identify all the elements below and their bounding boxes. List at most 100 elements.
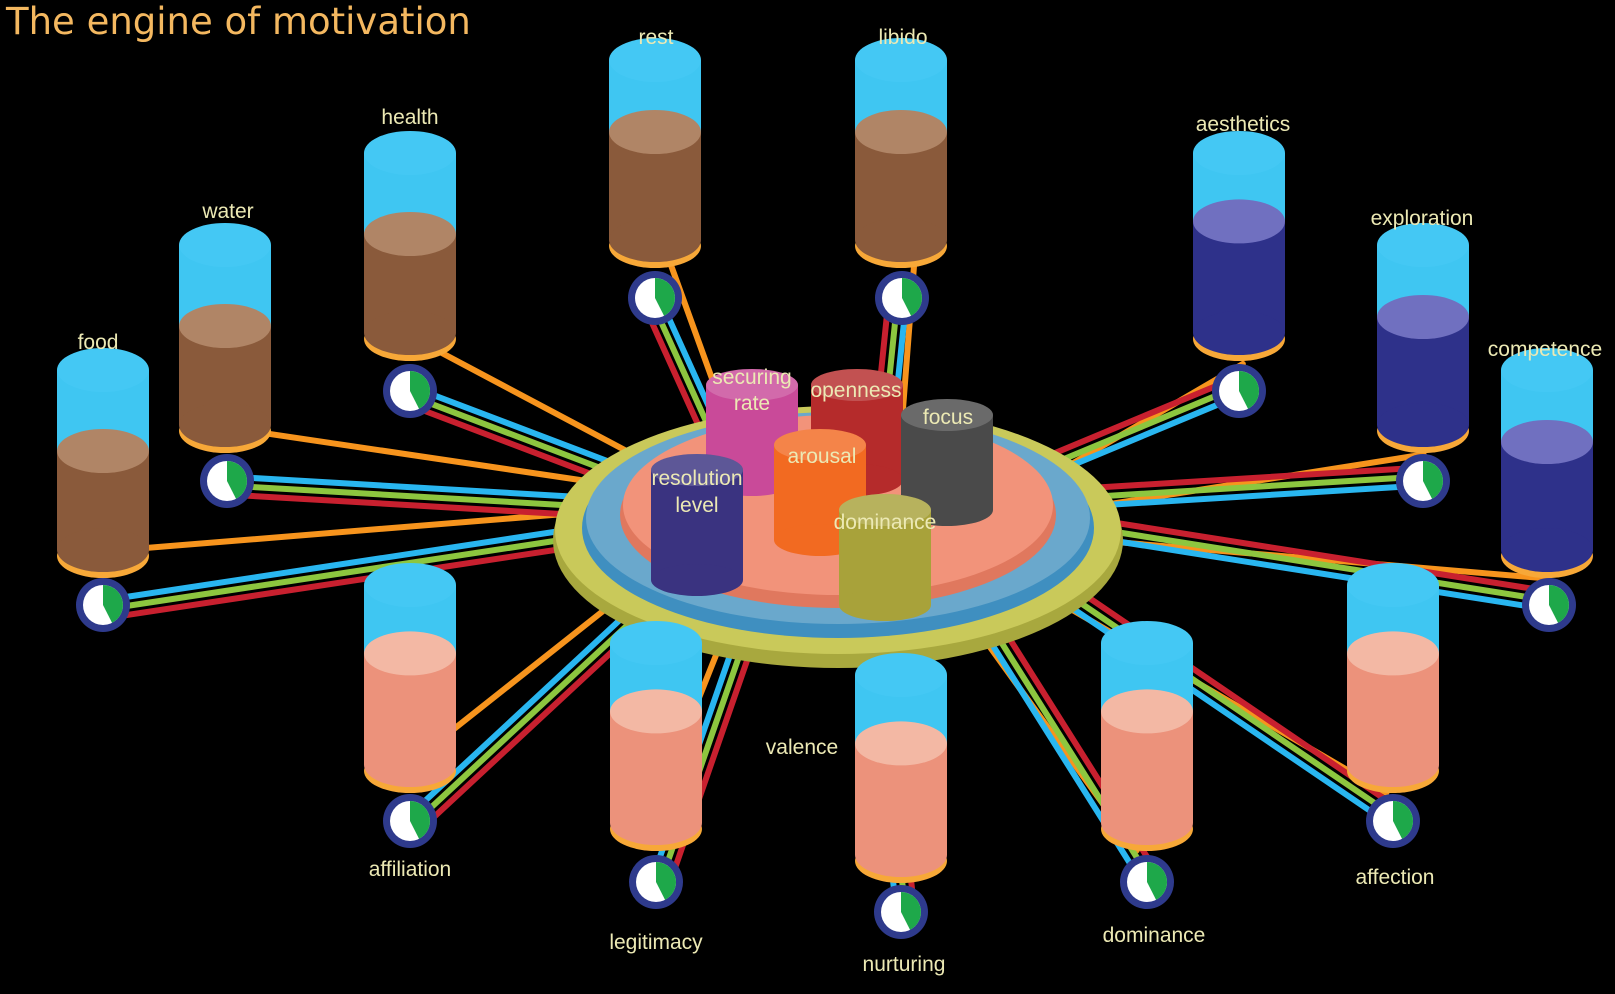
gauge-icon <box>1120 855 1174 909</box>
tank-top <box>609 38 701 82</box>
modulator-top <box>901 399 993 431</box>
tank-top <box>179 223 271 267</box>
gauge-icon <box>628 271 682 325</box>
tank-fill-surface <box>610 689 702 734</box>
gauge-icon <box>874 885 928 939</box>
modulator-label: focus <box>923 406 973 429</box>
tank-bottom <box>1377 403 1469 447</box>
modulator-top <box>774 429 866 461</box>
modulator-resolution-level: resolution level <box>651 454 743 596</box>
modulator-top-shine <box>901 399 993 431</box>
need-tank-aesthetics: aesthetics <box>1193 113 1290 418</box>
tank-fill-surface <box>179 304 271 348</box>
gauge-icon <box>1396 454 1450 508</box>
gauge-sector <box>901 892 922 930</box>
modulator-securing-rate: securing rate <box>706 366 798 496</box>
modulator-label: openness <box>810 379 901 402</box>
tank-fill-surface <box>364 631 456 676</box>
need-tank-competence: competence <box>1488 338 1602 632</box>
need-tank-nurturing: nurturing <box>855 653 947 976</box>
tank-fill-surface <box>609 110 701 154</box>
tank-top <box>610 621 702 665</box>
tank-top <box>364 563 456 607</box>
tank-bottom <box>57 528 149 572</box>
tank-fill-surface <box>1501 420 1593 464</box>
tank-top <box>855 38 947 82</box>
gauge-icon <box>629 855 683 909</box>
need-label-dominance: dominance <box>1103 924 1206 947</box>
gauge-icon <box>383 794 437 848</box>
need-tank-food: food <box>57 331 149 632</box>
gauge-sector <box>103 585 123 623</box>
modulator-label: arousal <box>788 445 857 468</box>
modulator-top-shine <box>774 429 866 461</box>
modulator-top-shine <box>706 369 798 401</box>
need-tank-rest: rest <box>609 26 701 325</box>
need-label-affection: affection <box>1355 866 1434 889</box>
tank-bottom <box>179 403 271 447</box>
modulator-dominance: dominance <box>834 494 937 621</box>
gauge-sector <box>227 461 247 499</box>
gauge-sector <box>1423 461 1444 499</box>
tank-top <box>1347 563 1439 607</box>
need-label-affiliation: affiliation <box>369 858 452 881</box>
tank-fill-surface <box>1347 631 1439 676</box>
need-label-health: health <box>381 106 438 129</box>
tank-fill-surface <box>1193 199 1285 244</box>
modulator-label: level <box>675 494 718 517</box>
modulator-label: resolution <box>651 467 742 490</box>
tank-top <box>855 653 947 697</box>
tank-bottom <box>364 743 456 787</box>
need-label-rest: rest <box>638 26 673 49</box>
tank-bottom <box>1101 801 1193 845</box>
need-tank-affection: affection <box>1347 563 1439 889</box>
valence-label: valence <box>766 736 838 759</box>
modulator-label: rate <box>734 392 770 415</box>
need-label-exploration: exploration <box>1371 207 1474 230</box>
tank-bottom <box>1347 743 1439 787</box>
modulator-top <box>651 454 743 486</box>
need-label-aesthetics: aesthetics <box>1196 113 1291 136</box>
modulator-top-shine <box>839 494 931 526</box>
modulator-top-shine <box>651 454 743 486</box>
modulator-top <box>811 369 903 401</box>
need-label-libido: libido <box>878 26 927 49</box>
tank-bottom <box>364 311 456 355</box>
tank-top <box>364 131 456 175</box>
tank-fill-surface <box>1377 295 1469 339</box>
need-tank-libido: libido <box>855 26 947 325</box>
need-label-food: food <box>78 331 119 354</box>
modulators: securing rate openness focus arousal resoluti… <box>651 366 993 621</box>
tank-bottom <box>855 218 947 262</box>
gauge-icon <box>1366 794 1420 848</box>
tank-bottom <box>1193 311 1285 355</box>
need-tank-dominance: dominance <box>1101 621 1205 947</box>
gauge-sector <box>902 278 923 316</box>
modulator-top-shine <box>811 369 903 401</box>
gauge-sector <box>1393 801 1413 839</box>
modulator-top <box>706 369 798 401</box>
gauge-icon <box>383 364 437 418</box>
need-label-nurturing: nurturing <box>863 953 946 976</box>
gauge-icon <box>1212 364 1266 418</box>
gauge-icon <box>200 454 254 508</box>
gauge-sector <box>410 371 430 409</box>
modulator-focus: focus <box>901 399 993 526</box>
modulator-label: securing <box>712 366 791 389</box>
modulator-body <box>651 470 743 580</box>
tank-top <box>1501 348 1593 392</box>
gauge-sector <box>410 801 430 839</box>
tank-bottom <box>1501 528 1593 572</box>
modulator-label: dominance <box>834 511 937 534</box>
tank-fill-surface <box>57 429 149 473</box>
need-tank-legitimacy: legitimacy <box>609 621 703 954</box>
modulator-arousal: arousal <box>774 429 866 556</box>
need-tank-affiliation: affiliation <box>364 563 456 881</box>
tank-bottom <box>609 218 701 262</box>
need-label-legitimacy: legitimacy <box>609 931 703 954</box>
tank-top <box>1377 223 1469 267</box>
need-label-competence: competence <box>1488 338 1602 361</box>
gauge-icon <box>1522 578 1576 632</box>
